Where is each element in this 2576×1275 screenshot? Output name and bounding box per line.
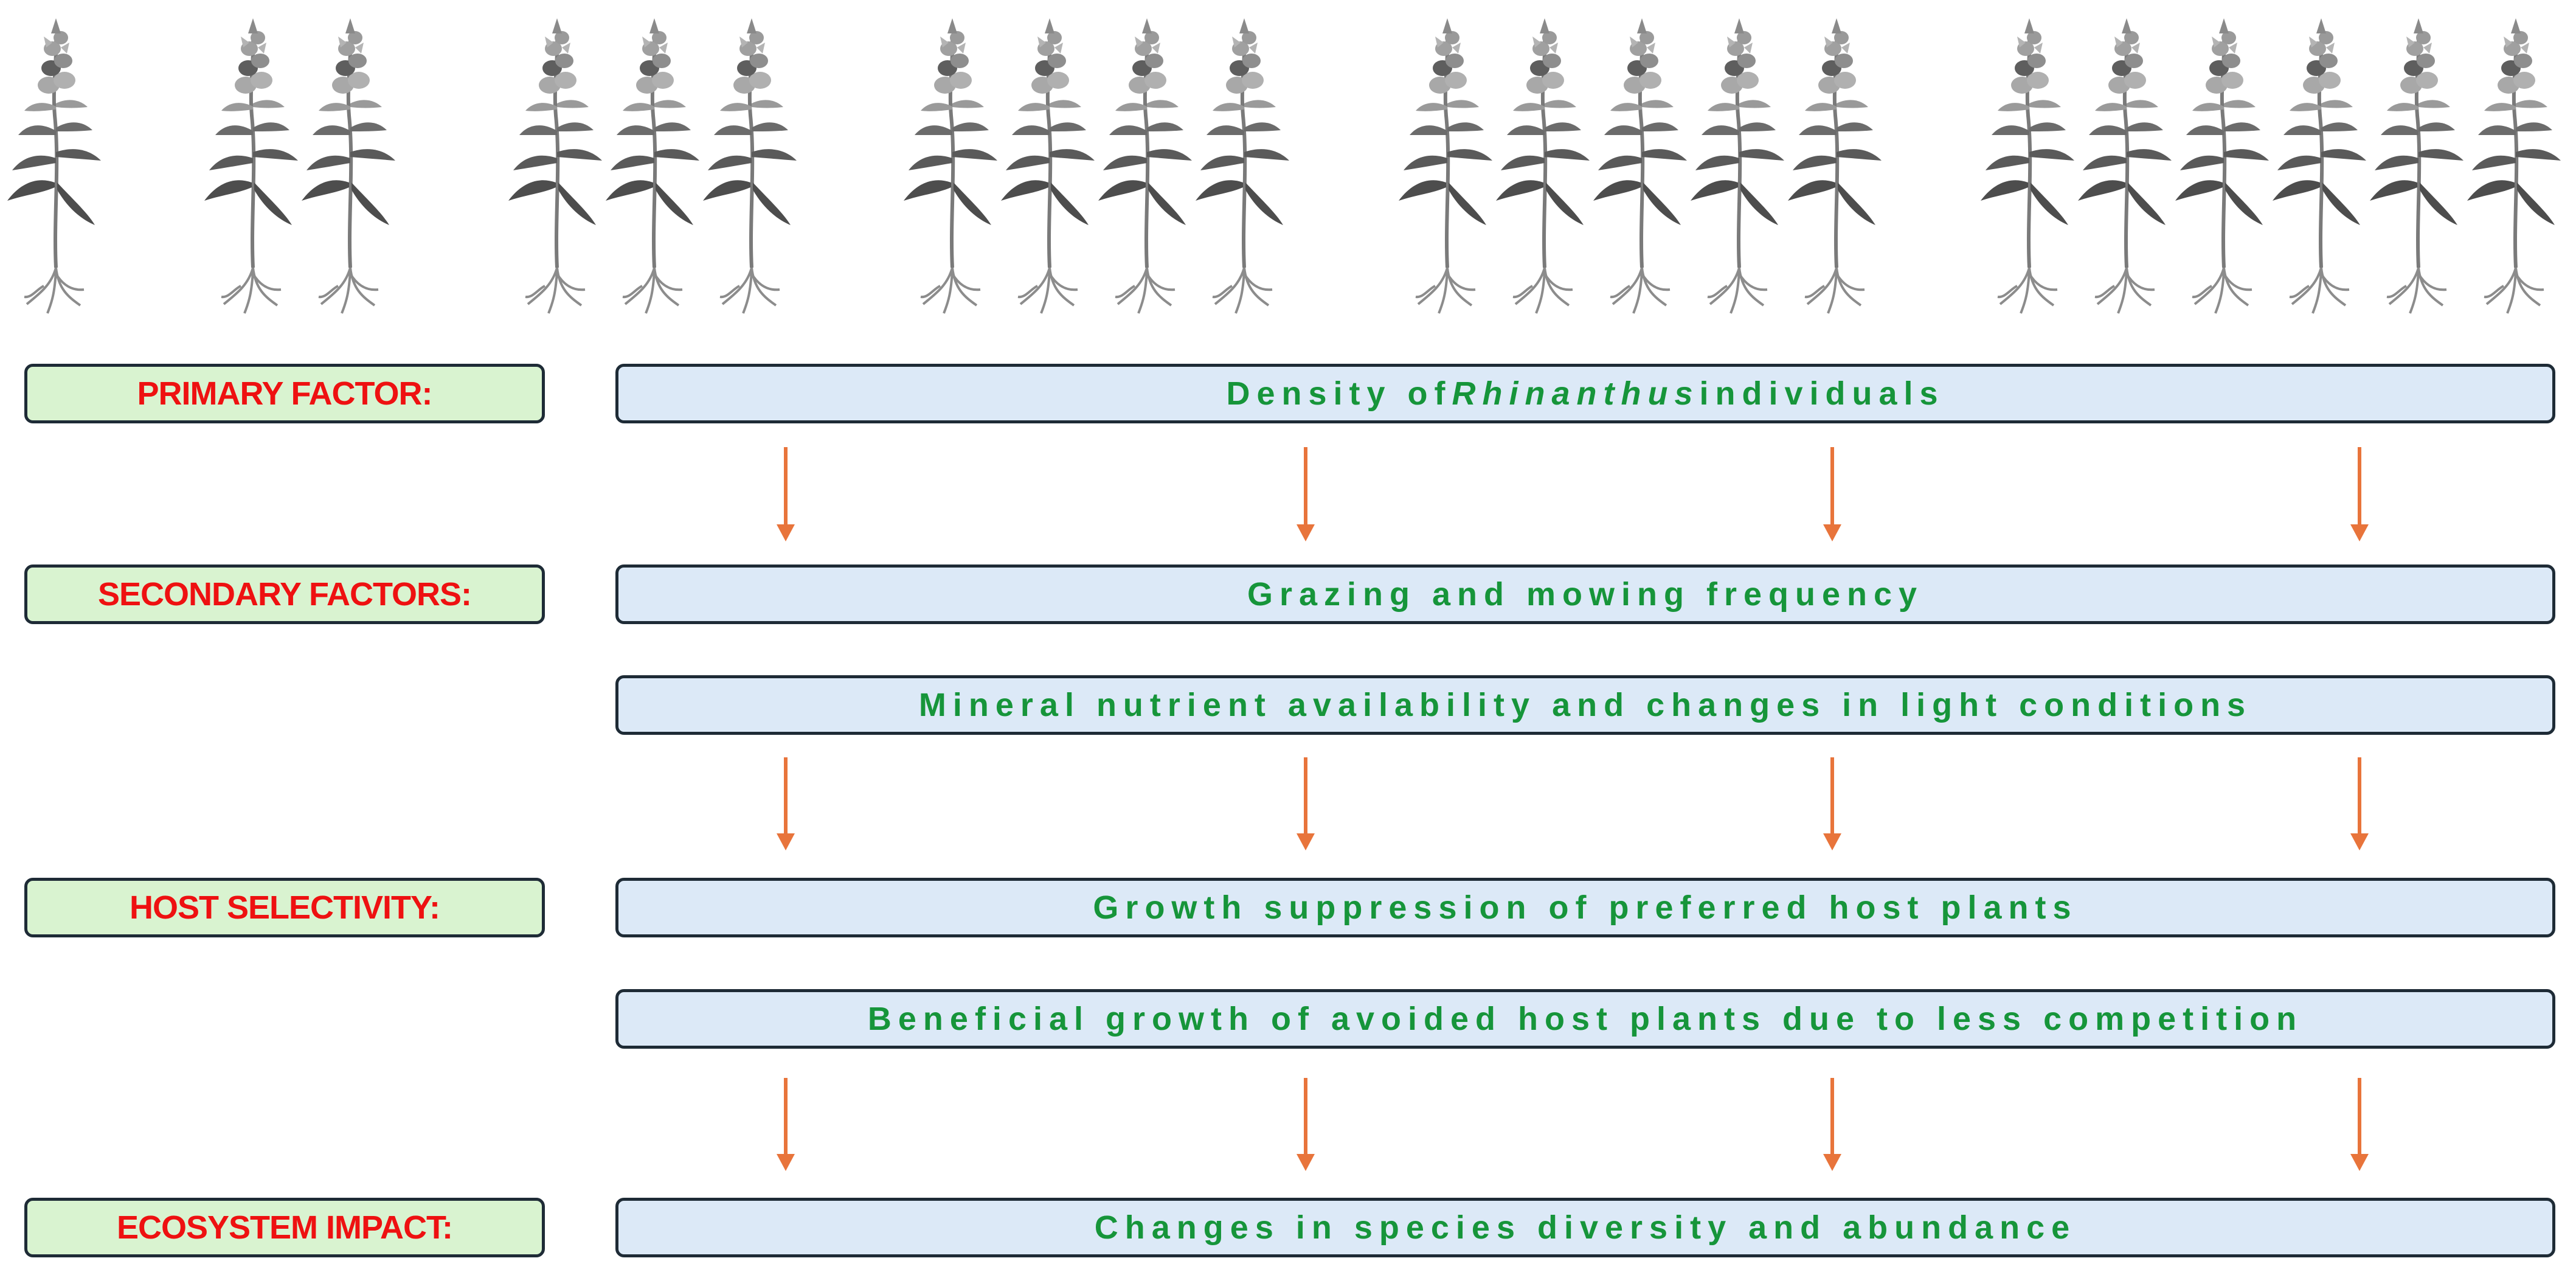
plant-icon [1981, 18, 2074, 313]
plant-icon [7, 18, 101, 313]
factor-box: Grazing and mowing frequency [615, 565, 2555, 624]
row-label: HOST SELECTIVITY: [24, 878, 545, 937]
plant-icon [2175, 18, 2269, 313]
factor-text: Changes in species diversity and abundan… [1094, 1209, 2077, 1246]
down-arrow-icon [2350, 757, 2369, 850]
plant-icon [904, 18, 997, 313]
plant-icon [1098, 18, 1192, 313]
row-label: SECONDARY FACTORS: [24, 565, 545, 624]
factor-text: individuals [1699, 375, 1945, 412]
factor-text: Growth suppression of preferred host pla… [1093, 889, 2078, 926]
factor-text-italic: Rhinanthus [1452, 375, 1700, 412]
plant-icon [1593, 18, 1687, 313]
down-arrow-icon [1297, 757, 1315, 850]
down-arrow-icon [1297, 447, 1315, 541]
down-arrow-icon [777, 447, 795, 541]
factor-text: Grazing and mowing frequency [1247, 576, 1924, 613]
plant-icon [1788, 18, 1882, 313]
factor-text: Density of [1226, 375, 1452, 412]
plant-illustration-strip [0, 0, 2576, 328]
factor-box: Density of Rhinanthus individuals [615, 364, 2555, 423]
down-arrow-icon [1823, 1078, 1841, 1171]
plant-icon [204, 18, 298, 313]
plant-icon [508, 18, 602, 313]
plant-icon [1399, 18, 1492, 313]
row-label: ECOSYSTEM IMPACT: [24, 1198, 545, 1257]
factor-box: Growth suppression of preferred host pla… [615, 878, 2555, 937]
down-arrow-icon [1297, 1078, 1315, 1171]
plant-icon [2467, 18, 2561, 313]
plant-icon [606, 18, 699, 313]
factor-text: Beneficial growth of avoided host plants… [867, 1001, 2304, 1037]
down-arrow-icon [2350, 447, 2369, 541]
down-arrow-icon [1823, 757, 1841, 850]
plant-icon [1691, 18, 1784, 313]
down-arrow-icon [777, 1078, 795, 1171]
plant-icon [1196, 18, 1289, 313]
factor-box: Mineral nutrient availability and change… [615, 675, 2555, 735]
row-label: PRIMARY FACTOR: [24, 364, 545, 423]
plant-icon [703, 18, 797, 313]
down-arrow-icon [777, 757, 795, 850]
plant-icon [1001, 18, 1095, 313]
plant-icon [1496, 18, 1590, 313]
factor-box: Changes in species diversity and abundan… [615, 1198, 2555, 1257]
plant-icon [302, 18, 395, 313]
plant-icon [2370, 18, 2463, 313]
plant-icon [2273, 18, 2366, 313]
factor-text: Mineral nutrient availability and change… [918, 687, 2252, 723]
factor-box: Beneficial growth of avoided host plants… [615, 989, 2555, 1049]
down-arrow-icon [1823, 447, 1841, 541]
plant-icon [2078, 18, 2172, 313]
down-arrow-icon [2350, 1078, 2369, 1171]
